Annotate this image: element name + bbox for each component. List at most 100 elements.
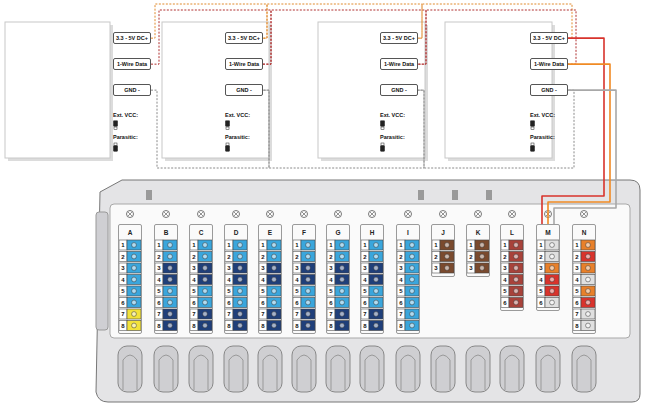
clamp-opening — [374, 254, 379, 259]
terminal-label: F — [293, 228, 315, 237]
clamp-opening — [238, 300, 243, 305]
terminal-label: K — [467, 228, 489, 237]
terminal-clamp — [127, 252, 141, 262]
cable-gland — [431, 346, 455, 392]
clamp-opening — [550, 300, 555, 305]
terminal-number-plate — [327, 309, 335, 319]
terminal-number-plate — [537, 263, 545, 273]
clamp-opening — [410, 323, 415, 328]
terminal-number: 7 — [259, 309, 267, 319]
clamp-opening — [306, 289, 311, 294]
housing-tab — [486, 190, 492, 200]
clamp-opening — [132, 312, 137, 317]
terminal-box: 3.3 - 5V DC+ — [113, 32, 151, 44]
terminal-number-plate — [397, 263, 405, 273]
terminal-clamp — [198, 240, 212, 250]
gland-arch — [365, 355, 379, 390]
clamp-opening — [132, 277, 137, 282]
clamp-opening — [132, 323, 137, 328]
jumper-label: Ext. VCC: — [113, 112, 138, 119]
gland-arch — [577, 355, 591, 390]
clamp-opening — [306, 323, 311, 328]
terminal-number: 7 — [293, 309, 301, 319]
thermostat-panel — [162, 22, 269, 158]
terminal-number-plate — [190, 263, 198, 273]
terminal-number: 6 — [327, 298, 335, 308]
clamp-opening — [132, 300, 137, 305]
wire — [263, 10, 426, 64]
cable-gland — [500, 346, 524, 392]
clamp-opening — [586, 300, 591, 305]
terminal-number-plate — [293, 309, 301, 319]
clamp-opening — [445, 243, 450, 248]
terminal-number-plate — [190, 321, 198, 331]
terminal-label: GND - — [532, 87, 566, 93]
terminal-number-plate — [119, 240, 127, 250]
terminal-number: 3 — [190, 263, 198, 273]
terminal-number: 1 — [501, 240, 509, 250]
terminal-clamp — [405, 240, 419, 250]
terminal-number: 4 — [155, 275, 163, 285]
terminal-label: J — [432, 228, 454, 237]
clamp-opening — [445, 266, 450, 271]
terminal-number: 6 — [501, 298, 509, 308]
terminal-clamp — [267, 263, 281, 273]
screw-cross — [476, 212, 480, 216]
clamp-opening — [550, 266, 555, 271]
terminal-number-plate — [432, 252, 440, 262]
terminal-clamp — [581, 286, 595, 296]
terminal-number-plate — [259, 240, 267, 250]
terminal-number-plate — [293, 252, 301, 262]
terminal-number-plate — [537, 286, 545, 296]
terminal-number-plate — [259, 286, 267, 296]
clamp-opening — [514, 243, 519, 248]
terminal-clamp — [335, 275, 349, 285]
terminal-number-plate — [119, 309, 127, 319]
terminal-number: 2 — [259, 252, 267, 262]
terminal-number-plate — [225, 275, 233, 285]
terminal-number-plate — [537, 275, 545, 285]
terminal-number-plate — [293, 298, 301, 308]
terminal-label: N — [573, 228, 595, 237]
clamp-opening — [203, 243, 208, 248]
terminal-number-plate — [573, 240, 581, 250]
clamp-opening — [340, 243, 345, 248]
terminal-number-plate — [155, 240, 163, 250]
cable-gland — [326, 346, 350, 392]
clamp-opening — [272, 277, 277, 282]
clamp-opening — [410, 312, 415, 317]
terminal-clamp — [127, 263, 141, 273]
terminal-clamp — [335, 309, 349, 319]
terminal-number: 8 — [119, 321, 127, 331]
terminal-clamp — [335, 321, 349, 331]
terminal-label: 3.3 - 5V DC+ — [532, 35, 566, 41]
terminal-clamp — [509, 298, 523, 308]
terminal-number: 5 — [155, 286, 163, 296]
terminal-clamp — [369, 275, 383, 285]
clamp-opening — [410, 266, 415, 271]
terminal-number-plate — [327, 321, 335, 331]
clamp-opening — [168, 266, 173, 271]
terminal-number: 8 — [190, 321, 198, 331]
terminal-clamp — [163, 252, 177, 262]
terminal-number: 8 — [225, 321, 233, 331]
terminal-clamp — [369, 263, 383, 273]
clamp-opening — [480, 266, 485, 271]
clamp-opening — [340, 266, 345, 271]
terminal-clamp — [405, 286, 419, 296]
terminal-number: 3 — [327, 263, 335, 273]
terminal-clamp — [545, 275, 559, 285]
terminal-number: 1 — [259, 240, 267, 250]
terminal-number: 1 — [155, 240, 163, 250]
terminal-label: 1-Wire Data — [382, 61, 416, 67]
screw-cross — [268, 212, 272, 216]
terminal-number: 1 — [573, 240, 581, 250]
terminal-number-plate — [225, 263, 233, 273]
terminal-number: 8 — [573, 321, 581, 331]
terminal-number: 8 — [155, 321, 163, 331]
terminal-number-plate — [119, 298, 127, 308]
terminal-number-plate — [155, 286, 163, 296]
terminal-number-plate — [119, 275, 127, 285]
jumper-label: Ext. VCC: — [530, 112, 555, 119]
jumper-cap — [225, 146, 229, 152]
